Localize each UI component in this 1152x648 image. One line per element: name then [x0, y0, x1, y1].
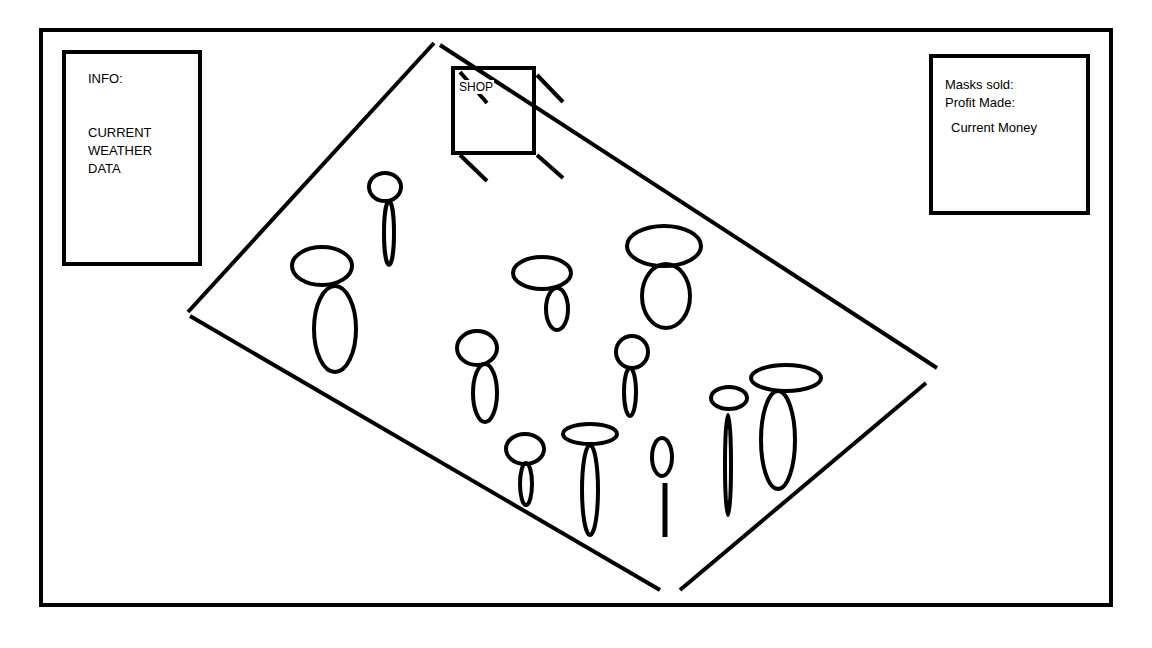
- stat-label: Current Money: [951, 119, 1078, 137]
- customer-body: [725, 415, 731, 515]
- play-field: [188, 43, 937, 590]
- customer-head: [292, 247, 352, 285]
- field-edge: [680, 383, 926, 590]
- field-edge: [188, 43, 434, 312]
- info-panel: INFO: CURRENT WEATHER DATA: [62, 50, 202, 266]
- panel-heading: INFO:: [88, 70, 158, 88]
- customer-head: [616, 336, 648, 368]
- customer-body: [546, 288, 568, 330]
- customer-body: [314, 286, 356, 372]
- customer-body: [761, 391, 795, 489]
- customer-body: [384, 201, 394, 265]
- customer-head: [506, 434, 544, 464]
- weather-readout: CURRENT WEATHER DATA: [88, 124, 158, 178]
- customer-head: [627, 226, 701, 266]
- stat-label: Profit Made:: [945, 94, 1078, 112]
- field-edge: [440, 45, 937, 368]
- customer-body: [624, 368, 636, 416]
- customers: [292, 173, 821, 537]
- field-edge: [190, 316, 660, 590]
- customer-body: [520, 463, 532, 505]
- customer-head: [652, 438, 672, 476]
- customer-body: [473, 364, 497, 422]
- stat-label: Masks sold:: [945, 76, 1078, 94]
- shop-label: SHOP: [458, 80, 494, 94]
- shop-edge: [537, 155, 563, 178]
- shop-building: SHOP: [451, 66, 536, 155]
- customer-body: [582, 445, 598, 535]
- customer-body: [642, 264, 690, 328]
- screen-frame: [41, 30, 1111, 605]
- shop-edge: [460, 155, 487, 181]
- stats-panel: Masks sold:Profit Made: Current Money: [929, 54, 1090, 215]
- shop-edge: [537, 75, 563, 102]
- customer-head: [457, 331, 497, 365]
- customer-head: [369, 173, 401, 201]
- customer-head: [563, 424, 617, 444]
- customer-head: [711, 387, 747, 409]
- customer-head: [513, 257, 571, 289]
- customer-body: [663, 483, 668, 537]
- customer-head: [751, 365, 821, 391]
